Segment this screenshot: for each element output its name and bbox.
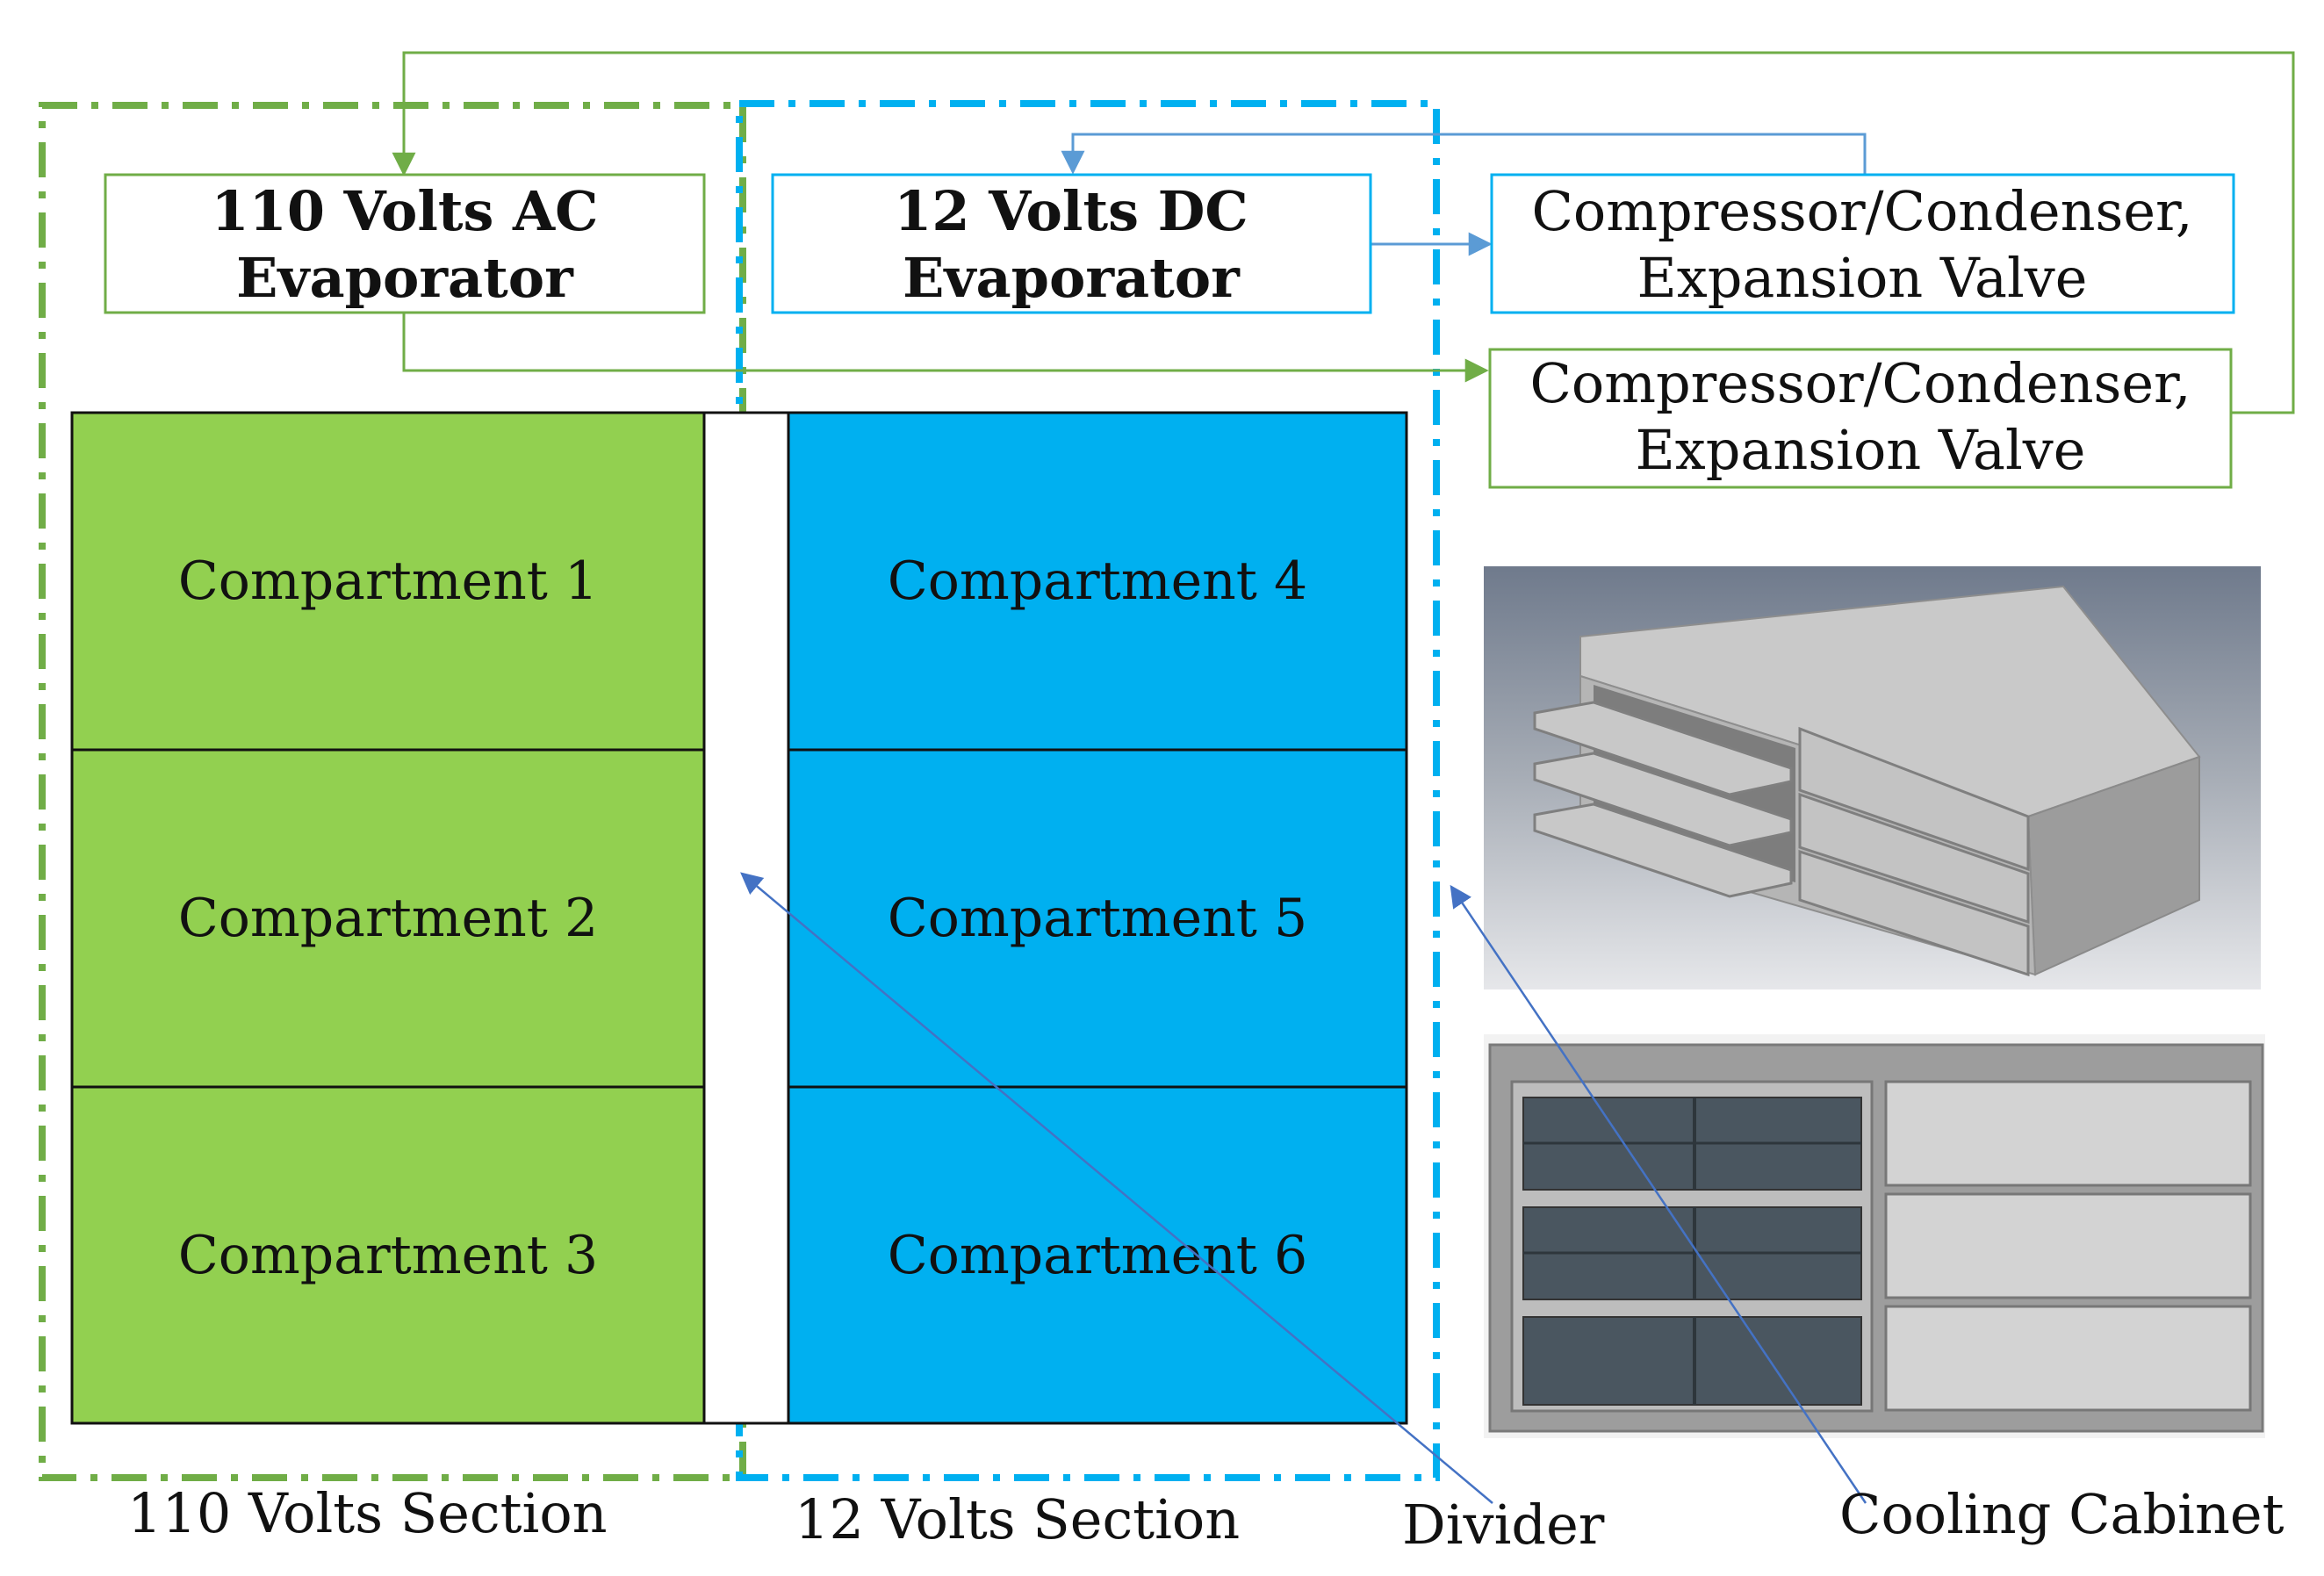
compartment-4-label: Compartment 4 [888,551,1307,612]
ac-loop-supply-line [402,313,1489,383]
compartment-5-label: Compartment 5 [888,888,1307,949]
dc-evaporator-line1: 12 Volts DC [894,179,1248,243]
dc-compressor-line1: Compressor/Condenser, [1531,179,2192,243]
compartment-6-label: Compartment 6 [888,1225,1307,1286]
divider-callout-label: Divider [1402,1493,1605,1557]
dc-compressor-line2: Expansion Valve [1637,246,2087,310]
ac-compressor-box: Compressor/Condenser, Expansion Valve [1488,348,2233,489]
compartment-1-label: Compartment 1 [178,551,598,612]
compartment-2: Compartment 2 [70,748,706,1089]
compartment-2-label: Compartment 2 [178,888,598,949]
compartment-1: Compartment 1 [70,411,706,752]
ac-compressor-line1: Compressor/Condenser, [1529,351,2191,415]
dc-compressor-box: Compressor/Condenser, Expansion Valve [1490,173,2235,314]
ac-evaporator-line1: 110 Volts AC [212,179,599,243]
dc-evaporator-line2: Evaporator [903,246,1241,310]
ac-evaporator-box: 110 Volts AC Evaporator [104,173,706,314]
ac-evaporator-line2: Evaporator [236,246,574,310]
cabinet-callout-label: Cooling Cabinet [1839,1482,2284,1546]
dc-loop-return-line [1061,133,1867,175]
cabinet-front-render [1484,1034,2265,1438]
dc-evaporator-box: 12 Volts DC Evaporator [771,173,1372,314]
divider-panel [702,411,790,1425]
compartment-4: Compartment 4 [787,411,1408,752]
compartment-3-label: Compartment 3 [178,1225,598,1286]
ac-compressor-line2: Expansion Valve [1635,418,2085,482]
compartment-6: Compartment 6 [787,1085,1408,1425]
ac-section-label: 110 Volts Section [127,1481,608,1545]
cabinet-leader-line [1450,884,1867,1504]
ac-loop-return-line [392,51,2295,414]
dc-section-label: 12 Volts Section [795,1487,1240,1551]
cabinet-3d-render [1484,566,2261,989]
compartment-5: Compartment 5 [787,748,1408,1089]
divider-leader-line [740,872,1493,1504]
compartment-3: Compartment 3 [70,1085,706,1425]
